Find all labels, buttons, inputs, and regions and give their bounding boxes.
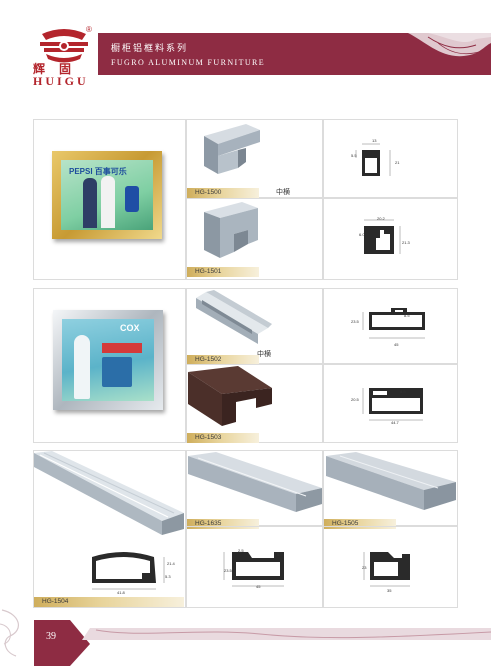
series-title-cn: 橱柜铝框料系列: [111, 44, 189, 54]
hg1503-dim-width: 44.7: [391, 420, 399, 425]
photo-cell-2: [33, 288, 186, 443]
hg1503-profile-image: [188, 366, 272, 426]
hg1504-tag: HG-1504: [34, 597, 184, 607]
hg1501-profile-image: [204, 202, 258, 258]
drawing-cell-hg1505: [323, 526, 458, 608]
hg1502-dim-height: 23.5: [351, 319, 359, 324]
hg1635-tag: HG-1635: [187, 519, 259, 529]
frame-poster-1: PEPSI 百事可乐: [61, 160, 153, 230]
hg1635-dim-width: 45: [256, 584, 261, 589]
hg1635-section-drawing: [223, 552, 284, 587]
hg1505-profile-image: [326, 452, 456, 510]
hg1504-dim-width: 41.8: [117, 590, 125, 595]
hg1500-dim-height: 21: [395, 160, 400, 165]
hg1635-dim-height: 23.5: [224, 568, 232, 573]
hg1501-dim-height: 21.3: [402, 240, 410, 245]
frame-poster-2: COX: [62, 319, 154, 401]
hg1500-dim-width: 13: [372, 138, 377, 143]
hg1502-note: 中横: [257, 350, 271, 358]
hg1504-profile-image: [34, 451, 184, 535]
hg1500-dim-inner: 5.5: [351, 153, 357, 158]
hg1503-dim-slot: 8.5: [400, 389, 406, 394]
hg1505-tag: HG-1505: [324, 519, 396, 529]
drawing-cell-hg1500: [323, 119, 458, 198]
hg1504-section-drawing: [92, 552, 165, 590]
brand-name-cn: 辉固: [33, 62, 86, 76]
hg1501-tag: HG-1501: [187, 267, 259, 277]
hg1635-profile-image: [188, 452, 322, 512]
hg1500-tag: HG-1500: [187, 188, 259, 198]
drawing-cell-hg1502: [323, 288, 458, 364]
hg1505-section-drawing: [363, 552, 410, 587]
hg1500-section-drawing: [355, 143, 391, 176]
drawing-cell-hg1501: [323, 198, 458, 280]
hg1500-note: 中横: [276, 188, 290, 196]
page-number: 39: [46, 631, 56, 642]
poster-1-text: PEPSI 百事可乐: [69, 167, 127, 176]
corner-ornament-icon: [0, 609, 19, 657]
hg1502-dim-slot: 8.5: [404, 313, 410, 318]
hg1503-section-drawing: [362, 388, 423, 421]
huigu-logo: [40, 29, 88, 63]
hg1505-dim-height: 23: [362, 565, 367, 570]
header-band: [98, 33, 491, 75]
silver-picture-frame: COX: [53, 310, 163, 410]
hg1501-section-drawing: [364, 219, 401, 254]
hg1503-dim-height: 20.5: [351, 397, 359, 402]
hg1635-dim-a: 2.5: [238, 548, 244, 553]
series-title-en: FUGRO ALUMINUM FURNITURE: [111, 58, 266, 67]
photo-cell-1: [33, 119, 186, 280]
registered-mark: ®: [86, 25, 92, 34]
drawing-cell-hg1635: [186, 526, 323, 608]
footer-band: [34, 620, 491, 666]
profile-cell-hg1504: [33, 450, 186, 608]
profile-cell-hg1501: [186, 198, 323, 280]
hg1500-profile-image: [204, 124, 260, 174]
hg1502-dim-width: 45: [394, 342, 399, 347]
hg1502-profile-image: [196, 290, 272, 344]
hg1504-dim-lip: 5.3: [165, 574, 171, 579]
hg1501-dim-inner: 6.0: [359, 232, 365, 237]
hg1504-dim-height: 21.4: [167, 561, 175, 566]
hg1501-dim-width: 20.2: [377, 216, 385, 221]
poster-2-text: COX: [120, 323, 140, 333]
hg1503-tag: HG-1503: [187, 433, 259, 443]
hg1505-dim-width: 35: [387, 588, 392, 593]
hg1502-section-drawing: [362, 308, 425, 339]
hg1635-dim-b: 5.5: [277, 552, 283, 557]
drawing-cell-hg1503: [323, 364, 458, 443]
brand-name-en: HUIGU: [33, 74, 89, 88]
hg1502-tag: HG-1502: [187, 355, 259, 365]
gold-picture-frame: PEPSI 百事可乐: [52, 151, 162, 239]
